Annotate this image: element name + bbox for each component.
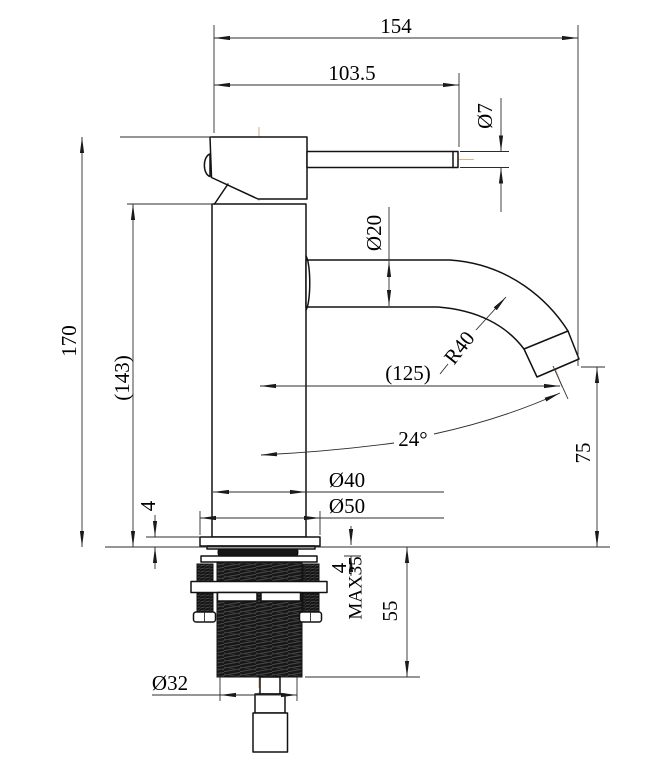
radius-leader-tail <box>439 363 449 375</box>
dim-shank-length: 55 <box>378 601 402 622</box>
flange-lip <box>206 545 316 550</box>
supply-connector-end <box>252 712 289 753</box>
dim-body-diameter: Ø40 <box>329 468 365 492</box>
dim-handle-rod-diameter: Ø7 <box>473 103 497 129</box>
dim-spout-tube-diameter: Ø20 <box>362 215 386 251</box>
mounting-bracket-bar <box>190 580 328 594</box>
dim-handle-reach: 103.5 <box>328 61 375 85</box>
handle-body <box>209 136 308 200</box>
bracket-tab-right <box>260 591 302 602</box>
dim-max-deck-thickness: MAX35 <box>345 556 366 619</box>
dim-body-height: (143) <box>110 355 134 401</box>
dim-spout-reach: (125) <box>385 361 431 385</box>
handle-underside-edge <box>213 183 229 205</box>
handle-pivot-dome <box>203 153 211 178</box>
dim-shank-diameter: Ø32 <box>152 671 188 695</box>
spout-outlet-collar-line <box>523 330 569 350</box>
faucet-body-column <box>211 203 307 538</box>
threaded-shank <box>216 561 303 678</box>
outlet-axis-extension-line <box>552 365 569 400</box>
ext-lines-flange <box>199 511 321 535</box>
supply-connector-neck <box>259 676 281 695</box>
dim-outlet-height: 75 <box>571 443 595 464</box>
faucet-parts <box>105 136 610 753</box>
dim-outlet-angle: 24° <box>398 427 427 451</box>
dim-washer-thickness: 4 <box>327 562 351 573</box>
mounting-flange <box>199 536 321 547</box>
dimension-annotations: 154 103.5 Ø7 Ø20 170 (143) (125) R40 <box>57 14 605 701</box>
dim-flange-thickness: 4 <box>136 500 160 511</box>
spout-body-joint-fillet <box>305 255 311 311</box>
dim-flange-diameter: Ø50 <box>329 494 365 518</box>
dim-total-height: 170 <box>57 325 81 357</box>
angle-arc-left <box>260 442 395 457</box>
radius-leader-arrow <box>475 296 507 331</box>
angle-arc-right <box>433 392 561 435</box>
dim-total-width: 154 <box>380 14 412 38</box>
dim-spout-bend-radius: R40 <box>439 326 479 368</box>
supply-connector-mid <box>254 693 286 714</box>
bracket-tab-left <box>216 591 258 602</box>
spout <box>305 259 580 378</box>
handle-lever-rod <box>306 150 459 169</box>
base-washer <box>200 555 318 563</box>
